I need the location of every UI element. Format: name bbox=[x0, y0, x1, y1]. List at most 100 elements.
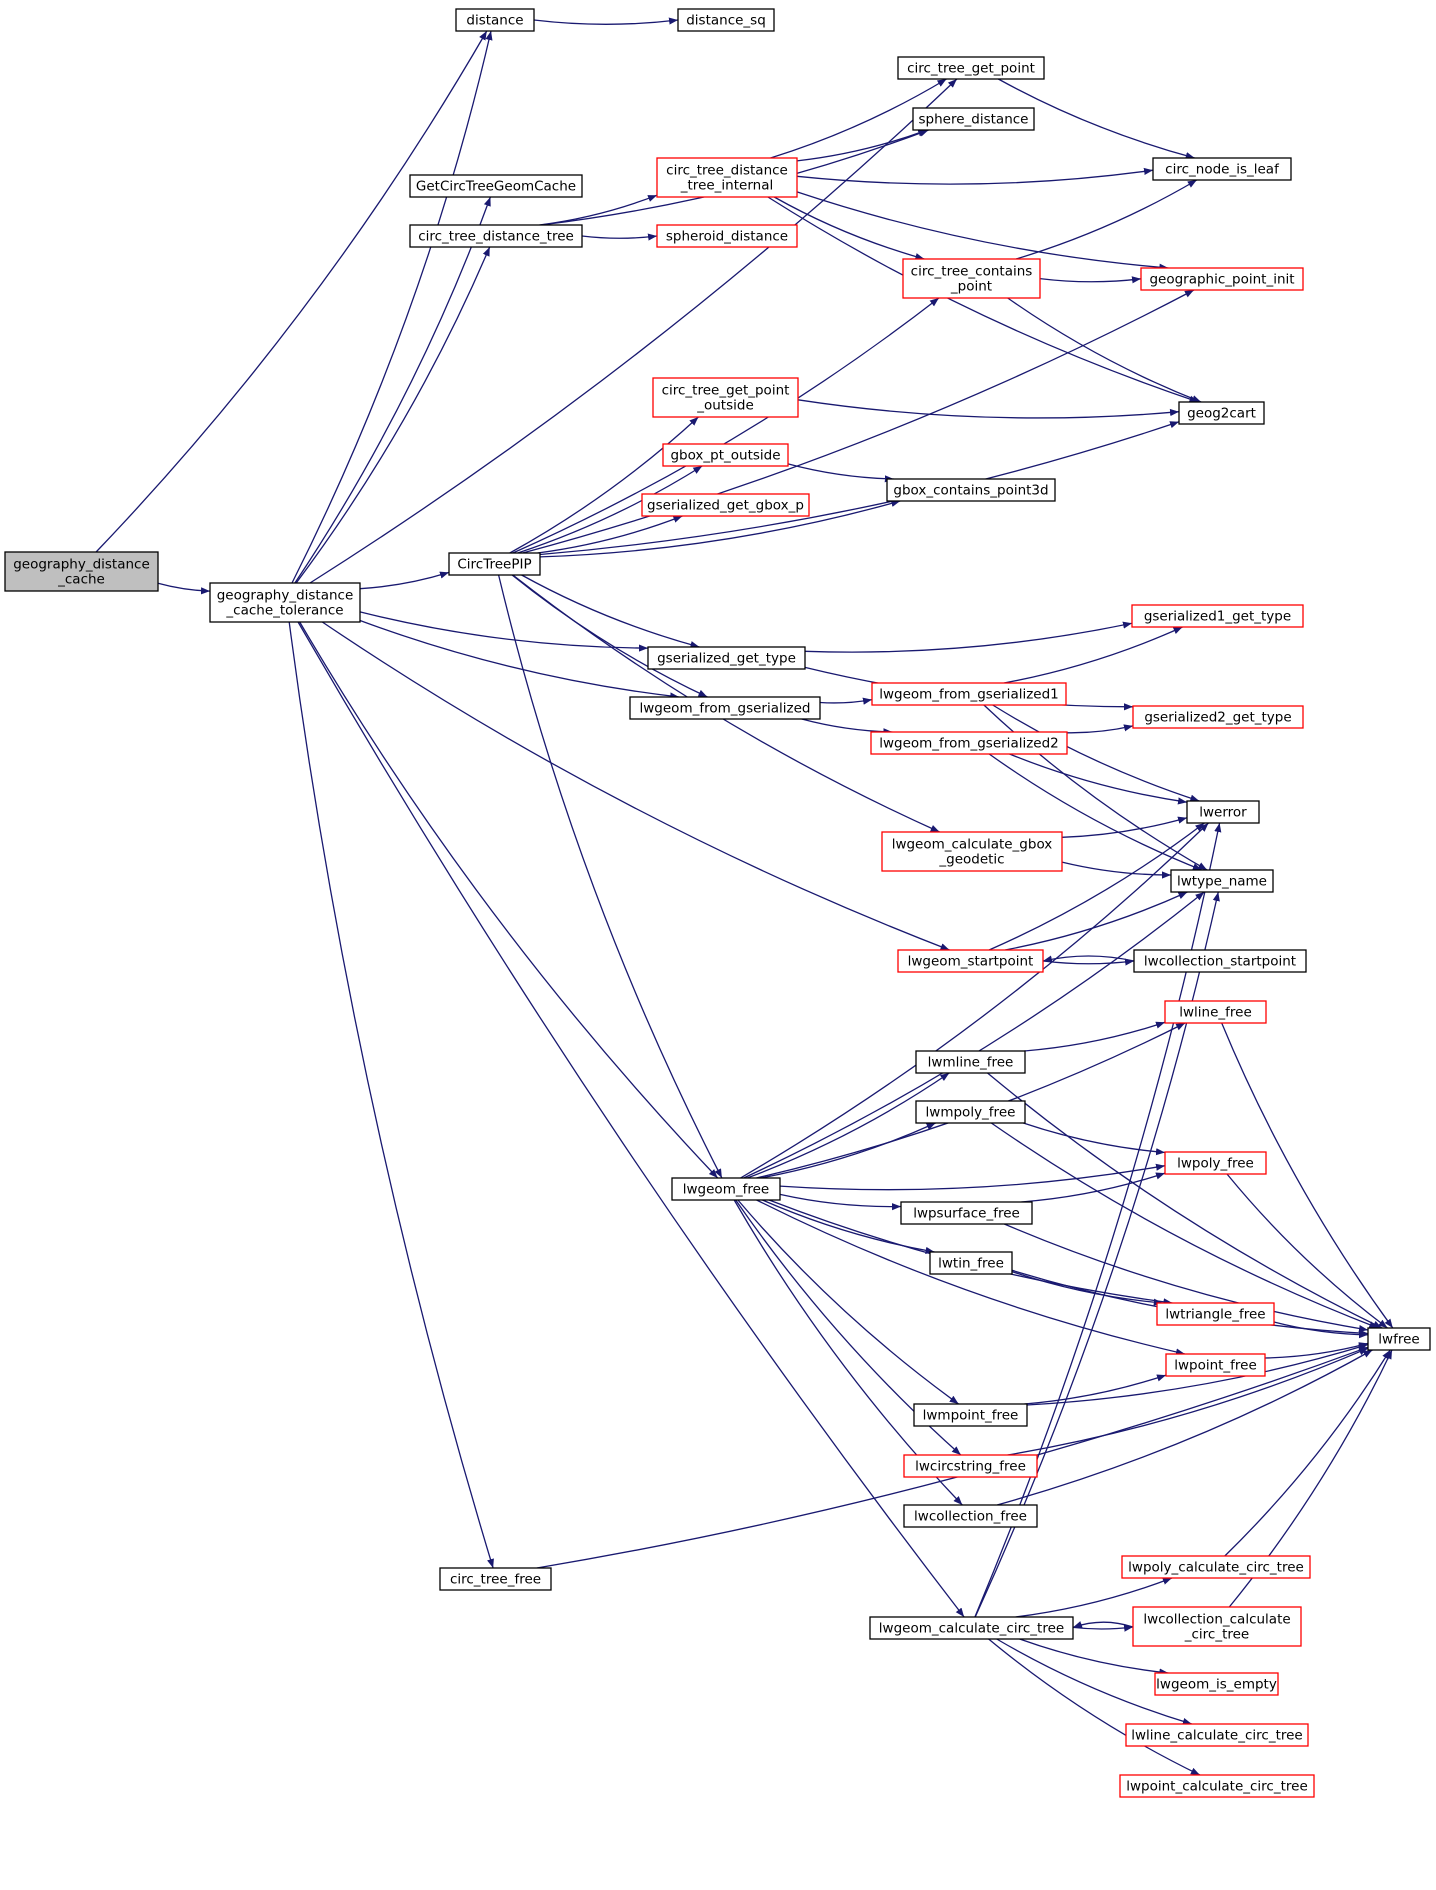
node-lfg2[interactable]: lwgeom_from_gserialized2 bbox=[870, 731, 1068, 755]
node-lwpoly-free[interactable]: lwpoly_free bbox=[1164, 1151, 1267, 1175]
call-edge bbox=[511, 574, 708, 698]
node-box bbox=[1154, 1672, 1279, 1696]
node-label: _tree_internal bbox=[680, 178, 773, 194]
node-lwpoint-free[interactable]: lwpoint_free bbox=[1165, 1353, 1266, 1377]
node-box bbox=[1133, 949, 1307, 973]
node-box bbox=[647, 646, 806, 670]
node-ggt[interactable]: gserialized_get_type bbox=[647, 646, 806, 670]
call-edge bbox=[359, 611, 649, 652]
node-box bbox=[1140, 267, 1304, 291]
node-lwfree[interactable]: lwfree bbox=[1367, 1327, 1431, 1351]
call-edge bbox=[1019, 1638, 1169, 1676]
node-distance-sq[interactable]: distance_sq bbox=[677, 8, 775, 32]
node-gcp3d[interactable]: gbox_contains_point3d bbox=[886, 478, 1056, 502]
call-edge bbox=[1221, 1022, 1394, 1329]
node-lgcct[interactable]: lwgeom_calculate_circ_tree bbox=[869, 1616, 1074, 1640]
node-lwmpoly-free[interactable]: lwmpoly_free bbox=[915, 1100, 1026, 1124]
call-edge bbox=[1007, 297, 1202, 403]
node-gpo[interactable]: gbox_pt_outside bbox=[662, 443, 789, 467]
call-edge bbox=[581, 233, 658, 241]
node-ctgp[interactable]: circ_tree_get_point bbox=[897, 56, 1045, 80]
node-lwtriangle-free[interactable]: lwtriangle_free bbox=[1156, 1302, 1275, 1326]
node-ggbp[interactable]: gserialized_get_gbox_p bbox=[641, 493, 810, 517]
call-edge bbox=[497, 574, 723, 1179]
node-ctdti[interactable]: circ_tree_distance_tree_internal bbox=[656, 157, 798, 198]
node-box bbox=[409, 224, 583, 248]
node-label: lwpsurface_free bbox=[913, 1206, 1020, 1222]
node-lccct[interactable]: lwcollection_calculate_circ_tree bbox=[1132, 1606, 1302, 1647]
node-spheroid[interactable]: spheroid_distance bbox=[656, 224, 798, 248]
node-ctgpo[interactable]: circ_tree_get_point_outside bbox=[652, 377, 799, 418]
node-lcsp[interactable]: lwcollection_startpoint bbox=[1133, 949, 1307, 973]
node-label: lwgeom_calculate_circ_tree bbox=[879, 1621, 1064, 1637]
node-gpi[interactable]: geographic_point_init bbox=[1140, 267, 1304, 291]
node-lwcirc-free[interactable]: lwcircstring_free bbox=[903, 1454, 1038, 1478]
node-g2gt[interactable]: gserialized2_get_type bbox=[1132, 705, 1304, 729]
node-lwtin-free[interactable]: lwtin_free bbox=[929, 1251, 1013, 1275]
node-lwpsurface-free[interactable]: lwpsurface_free bbox=[900, 1201, 1033, 1225]
call-edge bbox=[746, 1072, 950, 1179]
node-lfg1[interactable]: lwgeom_from_gserialized1 bbox=[871, 682, 1067, 706]
node-ctcp[interactable]: circ_tree_contains_point bbox=[902, 258, 1041, 299]
node-gdct[interactable]: geography_distance_cache_tolerance bbox=[209, 582, 361, 623]
node-box bbox=[656, 224, 798, 248]
call-edge bbox=[95, 30, 488, 553]
node-lptcct[interactable]: lwpoint_calculate_circ_tree bbox=[1119, 1774, 1315, 1798]
node-geog2cart[interactable]: geog2cart bbox=[1178, 401, 1265, 425]
node-ctpip[interactable]: CircTreePIP bbox=[448, 552, 541, 576]
node-label: circ_tree_distance_tree bbox=[418, 229, 574, 245]
node-ctfree[interactable]: circ_tree_free bbox=[439, 1567, 552, 1591]
call-edge bbox=[819, 697, 873, 705]
node-box bbox=[1156, 1302, 1275, 1326]
call-edge bbox=[787, 463, 894, 483]
node-gctgc[interactable]: GetCircTreeGeomCache bbox=[409, 174, 583, 198]
node-distance[interactable]: distance bbox=[455, 8, 535, 32]
node-box bbox=[897, 949, 1044, 973]
node-ctdt[interactable]: circ_tree_distance_tree bbox=[409, 224, 583, 248]
node-lsp[interactable]: lwgeom_startpoint bbox=[897, 949, 1044, 973]
node-label: _circ_tree bbox=[1184, 1627, 1250, 1643]
node-label: circ_tree_get_point bbox=[662, 383, 790, 399]
call-edge bbox=[767, 196, 1199, 403]
node-label: lwcollection_startpoint bbox=[1144, 954, 1296, 970]
call-edge bbox=[797, 399, 1180, 419]
node-lcgg[interactable]: lwgeom_calculate_gbox_geodetic bbox=[881, 831, 1063, 872]
call-edge bbox=[321, 621, 950, 951]
node-label: lwline_calculate_circ_tree bbox=[1131, 1728, 1302, 1744]
call-edge bbox=[522, 289, 1195, 554]
call-edge bbox=[996, 1349, 1373, 1506]
node-lwerror[interactable]: lwerror bbox=[1186, 800, 1260, 824]
node-label: circ_tree_distance bbox=[666, 163, 788, 179]
node-sphere[interactable]: sphere_distance bbox=[912, 107, 1035, 131]
node-label: gserialized_get_gbox_p bbox=[647, 498, 804, 514]
node-cnil[interactable]: circ_node_is_leaf bbox=[1152, 157, 1292, 181]
call-edge bbox=[1015, 179, 1198, 260]
node-lgie[interactable]: lwgeom_is_empty bbox=[1154, 1672, 1279, 1696]
call-edge bbox=[796, 191, 1169, 271]
node-box bbox=[929, 1251, 1013, 1275]
node-lpcct[interactable]: lwpoly_calculate_circ_tree bbox=[1121, 1555, 1311, 1579]
call-edge bbox=[773, 196, 925, 261]
node-lwgeom-free[interactable]: lwgeom_free bbox=[671, 1177, 781, 1201]
node-lwline-free[interactable]: lwline_free bbox=[1164, 1000, 1267, 1024]
node-lwtype[interactable]: lwtype_name bbox=[1170, 869, 1274, 893]
call-edge bbox=[756, 1199, 1186, 1356]
node-g1gt[interactable]: gserialized1_get_type bbox=[1131, 604, 1304, 628]
node-lfg[interactable]: lwgeom_from_gserialized bbox=[629, 696, 821, 720]
node-box bbox=[641, 493, 810, 517]
node-lwcoll-free[interactable]: lwcollection_free bbox=[903, 1504, 1038, 1528]
node-root[interactable]: geography_distance_cache bbox=[4, 551, 159, 592]
call-edge bbox=[997, 78, 1195, 160]
node-label: geography_distance bbox=[13, 557, 150, 573]
node-llcct[interactable]: lwline_calculate_circ_tree bbox=[1125, 1723, 1309, 1747]
node-lwmpoint-free[interactable]: lwmpoint_free bbox=[913, 1403, 1028, 1427]
node-box bbox=[439, 1567, 552, 1591]
node-box bbox=[1165, 1353, 1266, 1377]
node-box bbox=[900, 1201, 1033, 1225]
call-edge bbox=[299, 621, 719, 1179]
node-box bbox=[448, 552, 541, 576]
node-label: gserialized1_get_type bbox=[1144, 609, 1291, 625]
node-lwmline-free[interactable]: lwmline_free bbox=[915, 1050, 1026, 1074]
node-box bbox=[1164, 1151, 1267, 1175]
call-edge bbox=[990, 1122, 1379, 1329]
